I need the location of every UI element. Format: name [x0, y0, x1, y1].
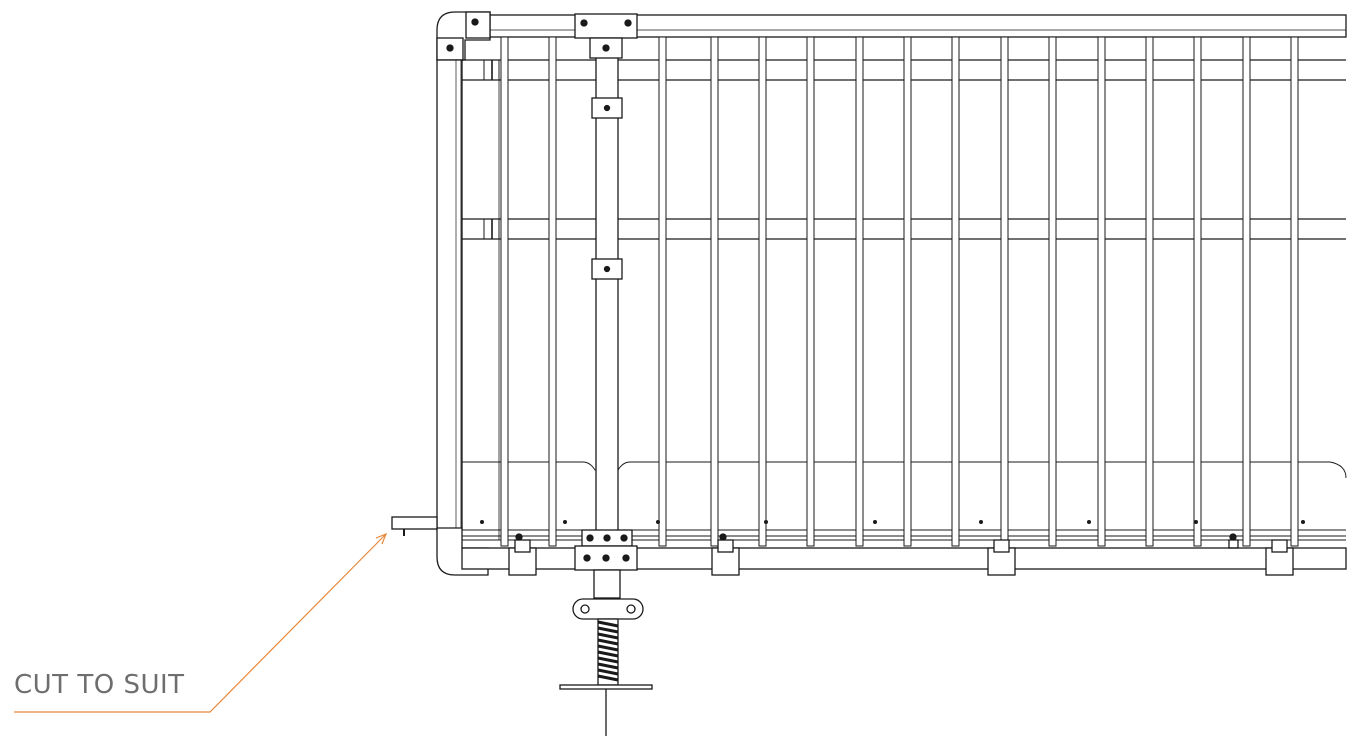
cut-stub — [391, 516, 438, 536]
left-post — [436, 59, 500, 541]
center-post-bottom-fitting — [574, 529, 638, 599]
bottom-rail — [461, 547, 1347, 570]
center-post-clamp-upper — [591, 97, 623, 119]
toe-board-screws — [480, 520, 1305, 524]
balusters — [500, 36, 1299, 547]
center-post — [595, 49, 619, 551]
corner-fitting-top-left — [436, 11, 491, 61]
center-post-top-fitting — [574, 13, 638, 59]
callout-leader — [14, 532, 388, 713]
adjustable-foot — [559, 598, 653, 736]
bottom-rail-brackets — [508, 533, 1294, 576]
center-post-clamp-middle — [591, 258, 623, 280]
leader-arrowhead — [375, 532, 388, 545]
cut-to-suit-label: CUT TO SUIT — [14, 670, 185, 700]
